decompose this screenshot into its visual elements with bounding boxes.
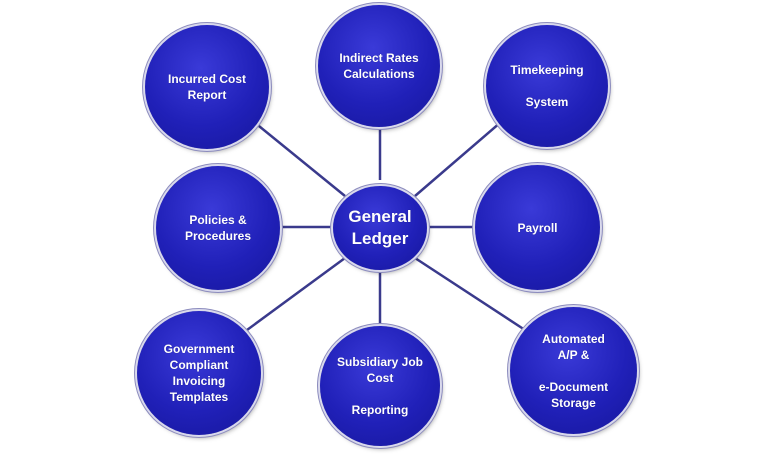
connector-center-timekeeping xyxy=(414,121,502,197)
connector-center-incurred xyxy=(253,121,346,197)
node-subsidiary-job-cost: Subsidiary Job Cost Reporting xyxy=(320,326,440,446)
node-government-invoicing: Government Compliant Invoicing Templates xyxy=(137,311,261,435)
node-government-invoicing-label: Government Compliant Invoicing Templates xyxy=(163,342,235,404)
node-subsidiary-job-cost-label: Subsidiary Job Cost Reporting xyxy=(336,355,424,417)
node-policies-label: Policies & Procedures xyxy=(184,213,252,243)
node-automated-ap-label: Automated A/P & e-Document Storage xyxy=(538,331,609,410)
node-incurred-cost-label: Incurred Cost Report xyxy=(167,72,246,102)
node-incurred-cost: Incurred Cost Report xyxy=(145,25,269,149)
node-indirect-rates: Indirect Rates Calculations xyxy=(318,5,440,127)
node-policies: Policies & Procedures xyxy=(156,166,280,290)
node-payroll-label: Payroll xyxy=(517,220,558,235)
node-timekeeping-label: Timekeeping System xyxy=(510,63,584,109)
connector-center-government xyxy=(246,256,346,332)
node-payroll: Payroll xyxy=(475,165,600,290)
node-general-ledger-label: General Ledger xyxy=(348,207,412,248)
node-automated-ap: Automated A/P & e-Document Storage xyxy=(510,307,637,434)
connector-center-automated xyxy=(414,256,526,332)
node-timekeeping: Timekeeping System xyxy=(486,25,608,147)
node-general-ledger: General Ledger xyxy=(333,186,427,270)
node-indirect-rates-label: Indirect Rates Calculations xyxy=(339,51,419,81)
